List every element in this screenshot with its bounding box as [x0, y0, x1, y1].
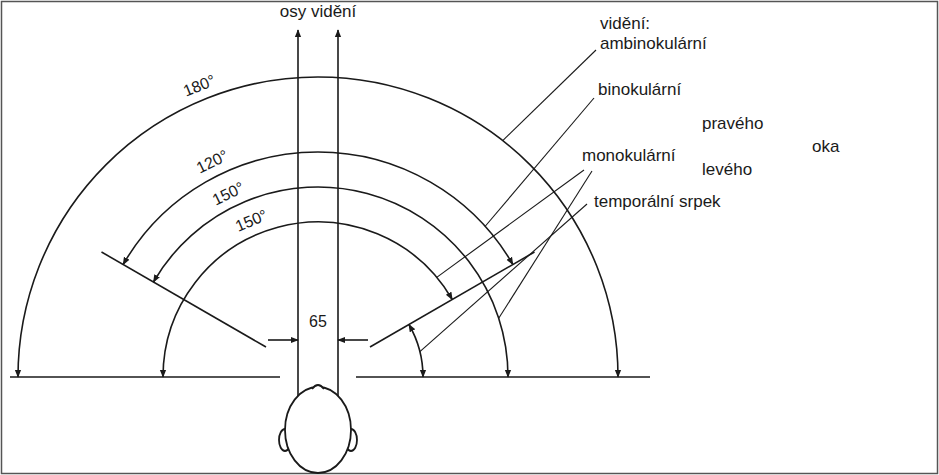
- field-label: binokulární: [598, 80, 681, 100]
- ambinocular-arc: [18, 77, 618, 377]
- eye-label: levého: [702, 160, 752, 180]
- dimension-line: [268, 339, 298, 341]
- leader-line: [485, 98, 594, 227]
- baseline: [356, 376, 650, 378]
- dimension-label: 65: [309, 312, 327, 332]
- field-label: temporální srpek: [594, 192, 721, 212]
- angle-label: 150°: [233, 206, 271, 237]
- left-eye-arc: [163, 222, 452, 377]
- right-eye-arc: [153, 187, 508, 377]
- angle-label: 180°: [181, 71, 219, 102]
- eye-label: pravého: [702, 114, 763, 134]
- visual-axis: [297, 30, 299, 400]
- visual-axis: [337, 30, 339, 400]
- head: [285, 387, 351, 473]
- leader-line: [503, 50, 596, 141]
- dimension-line: [338, 339, 368, 341]
- field-label: ambinokulární: [600, 34, 707, 54]
- axis-label: osy vidění: [280, 2, 357, 22]
- leader-line: [437, 170, 584, 277]
- leader-line: [420, 204, 587, 352]
- angle-label: 120°: [194, 146, 233, 178]
- eye-label: oka: [812, 137, 839, 157]
- baseline: [10, 376, 280, 378]
- nose: [312, 385, 324, 389]
- leader-line: [499, 171, 592, 318]
- field-label: monokulární: [582, 146, 676, 166]
- field-heading: vidění:: [600, 14, 650, 34]
- angle-label: 150°: [209, 177, 248, 209]
- binocular-arc: [123, 152, 513, 265]
